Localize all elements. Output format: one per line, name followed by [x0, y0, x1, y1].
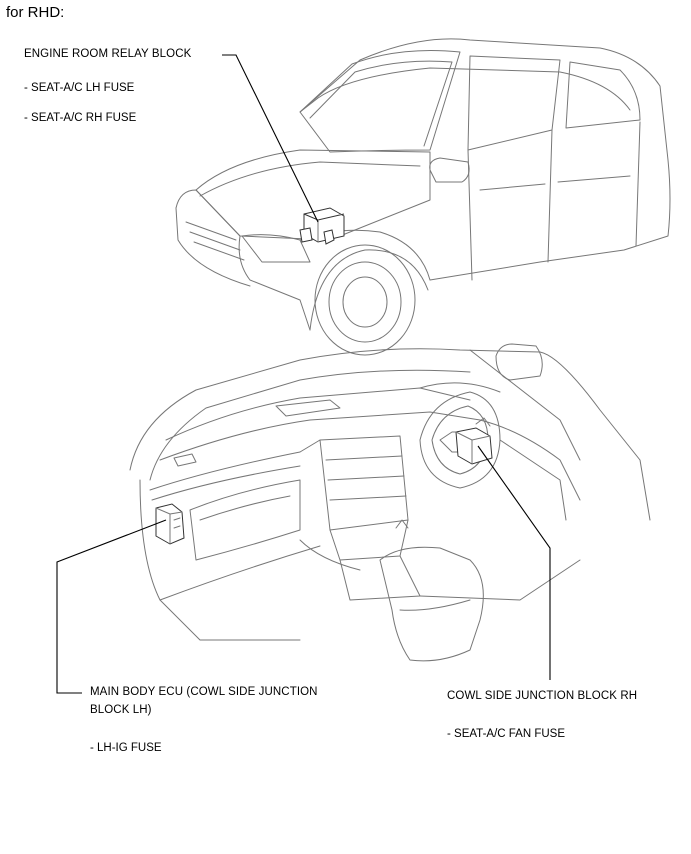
seat-ac-rh-fuse-label: - SEAT-A/C RH FUSE [24, 112, 137, 124]
cowl-side-junction-block-rh-label: COWL SIDE JUNCTION BLOCK RH [447, 690, 638, 702]
vehicle-exterior-icon [175, 38, 671, 356]
lh-ig-fuse-label: - LH-IG FUSE [90, 742, 162, 754]
seat-ac-fan-fuse-label: - SEAT-A/C FAN FUSE [447, 728, 565, 740]
junction-block-lh-icon [155, 503, 185, 545]
diagram-heading: for RHD: [6, 4, 65, 21]
leader-cowl-rh [477, 445, 551, 680]
engine-relay-block-label: ENGINE ROOM RELAY BLOCK [24, 48, 192, 60]
main-body-ecu-label-line1: MAIN BODY ECU (COWL SIDE JUNCTION [90, 686, 318, 698]
seat-ac-lh-fuse-label: - SEAT-A/C LH FUSE [24, 82, 135, 94]
junction-block-rh-icon [455, 417, 493, 465]
leader-engine-relay [222, 54, 319, 223]
vehicle-interior-dashboard-icon [129, 343, 651, 662]
main-body-ecu-label-line2: BLOCK LH) [90, 704, 152, 716]
relay-block-icon [299, 207, 345, 245]
leader-main-body-ecu [56, 519, 167, 694]
